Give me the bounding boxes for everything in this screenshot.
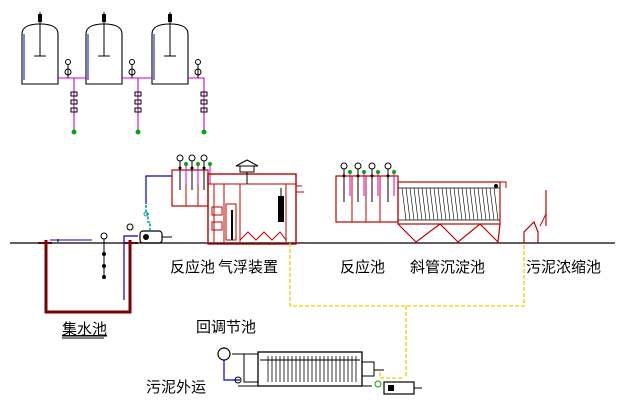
agitator-icon — [200, 154, 208, 162]
label-air-flotation: 气浮装置 — [218, 258, 278, 276]
agitator-icon — [340, 162, 348, 170]
agitator-icon — [188, 154, 196, 162]
agitator-icon — [368, 162, 376, 170]
dosing-tank — [21, 12, 78, 135]
filter-press — [217, 347, 422, 395]
label-reaction-tank-2: 反应池 — [340, 258, 385, 276]
sludge-pipes — [289, 243, 525, 379]
reaction-tank-1 — [171, 154, 212, 207]
scraper-icon — [239, 165, 255, 173]
reaction-tank-2 — [335, 162, 399, 223]
label-sludge-disposal: 污泥外运 — [146, 378, 206, 396]
dosing-tank — [85, 12, 142, 135]
agitator-icon — [354, 162, 362, 170]
label-sludge-thickener: 污泥浓缩池 — [526, 258, 601, 276]
level-sensor-icon — [100, 232, 108, 240]
filter-press-icon — [257, 351, 363, 387]
agitator-icon — [176, 154, 184, 162]
dosing-tank — [151, 12, 208, 135]
label-equalization-tank: 回调节池 — [196, 318, 256, 336]
lift-pump — [126, 175, 172, 244]
inclined-tube-settler — [397, 181, 507, 244]
air-flotation-unit — [207, 159, 304, 245]
label-inclined-tube-settler: 斜管沉淀池 — [410, 258, 485, 276]
valve-icon — [374, 380, 382, 388]
collection-tank — [38, 232, 138, 314]
agitator-icon — [384, 162, 392, 170]
dosing-tanks-group — [21, 12, 208, 135]
sludge-thickener — [523, 190, 547, 243]
label-reaction-tank-1: 反应池 — [170, 258, 215, 276]
label-collection-tank: 集水池 — [62, 320, 107, 338]
